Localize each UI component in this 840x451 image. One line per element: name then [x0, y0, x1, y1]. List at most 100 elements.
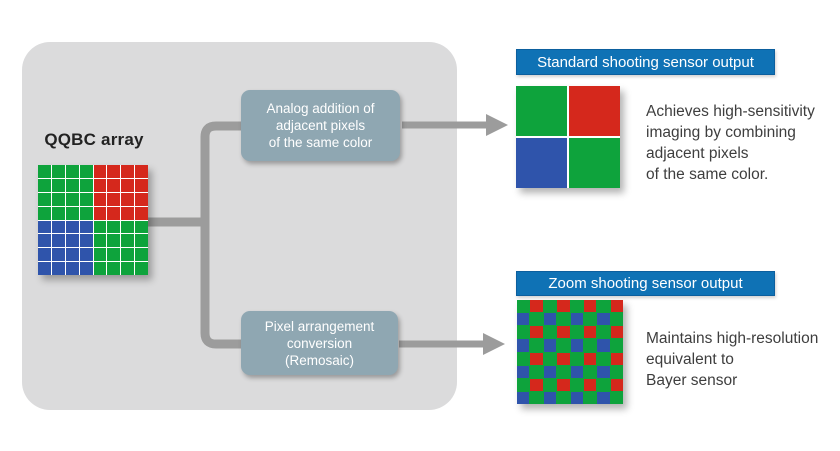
pixel-cell-R	[93, 192, 107, 206]
pixel-cell-G	[610, 391, 623, 404]
pixel-cell-G	[65, 192, 79, 206]
pixel-cell-G	[121, 234, 135, 248]
pixel-cell-G	[107, 220, 121, 234]
pixel-cell-G	[570, 378, 583, 391]
zoom-output-description: Maintains high-resolution equivalent to …	[646, 328, 840, 391]
pixel-cell-B	[79, 262, 93, 275]
qqbc-array-label: QQBC array	[44, 130, 144, 149]
pixel-cell-G	[516, 86, 567, 136]
pixel-cell-R	[557, 378, 570, 391]
pixel-cell-R	[569, 86, 620, 136]
description-line: Achieves high-sensitivity	[646, 103, 815, 120]
pixel-cell-R	[135, 192, 148, 206]
pixel-cell-R	[583, 378, 597, 391]
pixel-cell-G	[543, 352, 557, 365]
process-box-remosaic: Pixel arrangement conversion (Remosaic)	[241, 311, 398, 375]
pixel-cell-G	[543, 300, 557, 313]
arrow-to-zoom-output-icon	[399, 333, 505, 355]
pixel-cell-R	[530, 300, 543, 313]
pixel-cell-R	[610, 352, 623, 365]
pixel-cell-G	[51, 206, 65, 220]
pixel-cell-G	[38, 206, 51, 220]
pixel-cell-R	[107, 192, 121, 206]
pixel-cell-G	[135, 220, 148, 234]
pixel-cell-B	[543, 339, 557, 352]
pixel-cell-G	[93, 220, 107, 234]
pixel-cell-G	[530, 339, 543, 352]
pixel-cell-G	[610, 313, 623, 326]
pixel-cell-G	[570, 300, 583, 313]
pixel-cell-B	[570, 391, 583, 404]
pixel-cell-R	[557, 300, 570, 313]
pixel-cell-G	[583, 365, 597, 378]
pixel-cell-G	[38, 165, 51, 178]
process-box-line: adjacent pixels	[275, 118, 366, 133]
pixel-cell-G	[557, 313, 570, 326]
pixel-cell-B	[517, 365, 530, 378]
pixel-cell-B	[516, 138, 567, 188]
pixel-cell-G	[597, 326, 610, 339]
process-box-line: Pixel arrangement	[264, 318, 375, 334]
pixel-cell-R	[107, 165, 121, 178]
pixel-cell-G	[530, 391, 543, 404]
description-line: of the same color.	[646, 166, 769, 183]
pixel-cell-R	[93, 206, 107, 220]
pixel-cell-B	[51, 220, 65, 234]
description-line: adjacent pixels	[646, 145, 749, 162]
pixel-cell-G	[597, 352, 610, 365]
branch-connector	[200, 121, 243, 349]
process-box-line: of the same color	[268, 135, 373, 150]
qqbc-array-grid	[38, 165, 148, 275]
pixel-cell-G	[51, 178, 65, 192]
pixel-cell-G	[583, 339, 597, 352]
pixel-cell-R	[610, 378, 623, 391]
pixel-cell-G	[543, 378, 557, 391]
pixel-cell-G	[65, 178, 79, 192]
pixel-cell-G	[79, 206, 93, 220]
pixel-cell-G	[517, 326, 530, 339]
pixel-cell-G	[597, 300, 610, 313]
pixel-cell-R	[107, 206, 121, 220]
pixel-cell-B	[79, 248, 93, 262]
pixel-cell-G	[517, 352, 530, 365]
pixel-cell-B	[517, 391, 530, 404]
pixel-cell-B	[65, 220, 79, 234]
pixel-cell-G	[135, 248, 148, 262]
pixel-cell-B	[543, 313, 557, 326]
process-box-analog-addition: Analog addition of adjacent pixels of th…	[241, 90, 400, 161]
pixel-cell-R	[530, 378, 543, 391]
pixel-cell-G	[93, 234, 107, 248]
pixel-cell-B	[570, 313, 583, 326]
pixel-cell-R	[121, 192, 135, 206]
pixel-cell-R	[93, 178, 107, 192]
pixel-cell-B	[38, 220, 51, 234]
pixel-cell-R	[583, 326, 597, 339]
pixel-cell-R	[557, 326, 570, 339]
zoom-output-grid	[517, 300, 623, 404]
pixel-cell-G	[107, 248, 121, 262]
pixel-cell-R	[610, 326, 623, 339]
pixel-cell-B	[517, 313, 530, 326]
pixel-cell-G	[93, 262, 107, 275]
pixel-cell-G	[583, 391, 597, 404]
pixel-cell-G	[610, 365, 623, 378]
pixel-cell-G	[557, 365, 570, 378]
pixel-cell-B	[543, 391, 557, 404]
pixel-cell-G	[121, 262, 135, 275]
pixel-cell-R	[121, 206, 135, 220]
pixel-cell-R	[107, 178, 121, 192]
pixel-cell-G	[65, 206, 79, 220]
pixel-cell-G	[570, 352, 583, 365]
process-box-line: conversion	[286, 335, 353, 351]
pixel-cell-R	[135, 178, 148, 192]
pixel-cell-R	[121, 178, 135, 192]
pixel-cell-G	[543, 326, 557, 339]
pixel-cell-G	[557, 391, 570, 404]
pixel-cell-B	[517, 339, 530, 352]
pixel-cell-G	[79, 165, 93, 178]
pixel-cell-B	[597, 365, 610, 378]
pixel-cell-B	[65, 248, 79, 262]
pixel-cell-G	[610, 339, 623, 352]
pixel-cell-G	[107, 262, 121, 275]
